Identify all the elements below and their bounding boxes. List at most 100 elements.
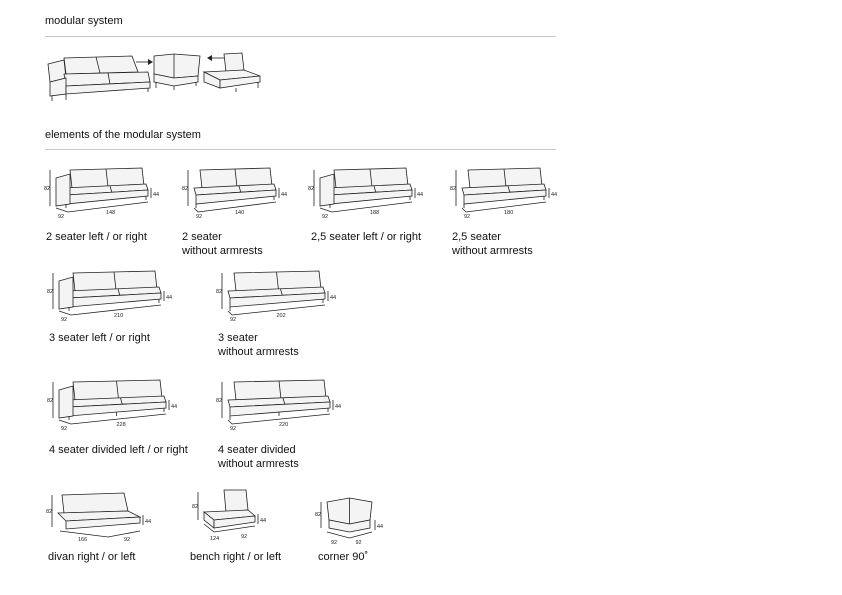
depth-dimension-label: 92 (61, 317, 67, 323)
width-dimension-label: 140 (235, 210, 244, 216)
back-cushion-seam (503, 168, 507, 188)
sofa-front (229, 401, 331, 417)
depth-dimension-label: 92 (196, 214, 202, 220)
caption-line-1: 2,5 seater left / or right (311, 231, 422, 243)
seat-height-dimension-label: 44 (145, 519, 151, 525)
element-caption-divan: divan right / or left (48, 550, 135, 564)
section-divider (45, 149, 556, 150)
overview-arrow-right (136, 59, 153, 65)
seat-height-dimension-label: 44 (377, 524, 383, 530)
height-dimension-label: 82 (216, 289, 222, 295)
section-title-modular-system: modular system (45, 15, 123, 27)
bench-front (213, 515, 256, 529)
caption-line-1: 3 seater (218, 332, 258, 344)
footprint-dimension-line (58, 304, 162, 316)
element-illustration-25-seater-na: 82 44 92 180 (450, 167, 557, 220)
back-cushion-seam (234, 168, 238, 188)
seat-height-dimension-label: 44 (551, 192, 557, 198)
height-dimension-label: 82 (47, 398, 53, 404)
depth-dimension-label: 92 (230, 426, 236, 432)
back-cushion-seam (116, 380, 119, 400)
width-dimension-label: 180 (504, 210, 513, 216)
caption-line-1: 4 seater divided (218, 444, 296, 456)
caption-line-2: without armrests (182, 245, 263, 257)
depth-dimension-label: 92 (124, 537, 130, 543)
width-dimension-label: 124 (210, 536, 219, 542)
element-caption-3-seater-na: 3 seater without armrests (218, 331, 299, 359)
sofa-legs (329, 196, 411, 208)
section-divider (45, 36, 556, 37)
seat-cushion-seam (280, 288, 283, 297)
sofa-legs (195, 196, 275, 208)
back-cushion-seam (369, 168, 373, 188)
sofa-legs (68, 408, 165, 420)
back-cushion-seam (278, 380, 282, 400)
armrest (319, 173, 335, 207)
back-cushion-seam (113, 271, 117, 291)
seat-cushion-seam (117, 288, 121, 297)
depth-dimension-label: 92 (464, 214, 470, 220)
caption-line-1: corner 90˚ (318, 551, 369, 563)
caption-line-2: without armrests (218, 346, 299, 358)
footprint-dimension-line (193, 201, 277, 213)
width-dimension-label: 220 (279, 422, 288, 428)
footprint-dimension-line (227, 413, 331, 425)
sofa-legs (65, 196, 147, 208)
width-dimension-label: 148 (106, 210, 115, 216)
sofa-front (195, 189, 277, 205)
back-cushion (223, 489, 249, 513)
sofa-legs (68, 299, 160, 311)
caption-line-2: without armrests (452, 245, 533, 257)
back-cushion-seam (105, 168, 109, 188)
height-dimension-label: 82 (192, 504, 198, 510)
sofa-legs (229, 299, 324, 311)
caption-line-1: 3 seater left / or right (49, 332, 150, 344)
sofa-legs (463, 196, 545, 208)
caption-line-1: 2 seater (182, 231, 222, 243)
overview-corner (153, 53, 201, 90)
sofa-front (229, 292, 326, 308)
depth-dimension-label: 92 (322, 214, 328, 220)
caption-line-1: bench right / or left (190, 551, 282, 563)
sofa-front (463, 189, 547, 205)
footprint-dimension-line (326, 531, 373, 539)
back-cushions (61, 492, 129, 514)
seat-height-dimension-label: 44 (153, 192, 159, 198)
seat-height-dimension-label: 44 (166, 295, 172, 301)
corner-front (328, 519, 371, 533)
section-title-elements: elements of the modular system (45, 129, 201, 141)
seat-cushion-seam (282, 397, 286, 406)
sofa-front (65, 516, 141, 530)
height-dimension-label: 82 (450, 186, 456, 192)
element-caption-3-seater-lr: 3 seater left / or right (49, 331, 150, 345)
seat-height-dimension-label: 44 (335, 404, 341, 410)
caption-line-1: 4 seater divided left / or right (49, 444, 188, 456)
element-caption-2-seater-lr: 2 seater left / or right (46, 230, 147, 244)
height-dimension-label: 82 (44, 186, 50, 192)
armrest (58, 276, 74, 310)
height-dimension-label: 82 (182, 186, 188, 192)
depth-dimension-label: 92 (230, 317, 236, 323)
armrest (58, 385, 74, 419)
height-dimension-label: 82 (315, 512, 321, 518)
footprint-dimension-line (59, 530, 141, 538)
width-dimension-label: 92 (356, 540, 362, 546)
footprint-dimension-line (203, 523, 256, 533)
sofa-drawing: 82 44 92 180 (450, 167, 557, 220)
footprint-dimension-line (227, 304, 326, 316)
footprint-dimension-line (319, 201, 413, 213)
